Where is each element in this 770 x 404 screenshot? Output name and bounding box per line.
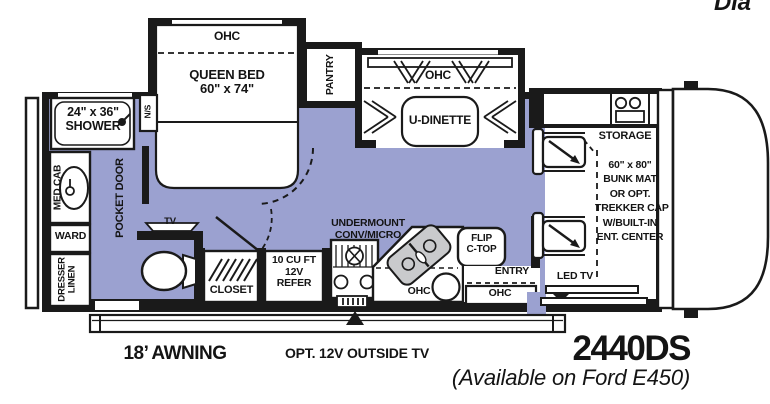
awning-bar (88, 311, 567, 334)
u-dinette-slide (355, 48, 525, 148)
dinette-ohc-label: OHC (424, 68, 452, 82)
kitchen-sink (386, 224, 452, 286)
dresser-linen-cabinet (48, 252, 92, 308)
dresser-linen-label: DRESSER LINEN (56, 257, 78, 302)
pantry-label: PANTRY (324, 54, 337, 96)
range-vent (336, 295, 368, 308)
appliance-icon (628, 96, 642, 110)
kitchen-counter (371, 224, 465, 304)
rear-bumper (24, 96, 40, 310)
pocket-door-panel (142, 146, 149, 204)
burner-icon (359, 274, 375, 290)
toilet (140, 250, 188, 292)
awning-label: 18’ AWNING (123, 343, 227, 364)
closet-hatches (208, 258, 258, 282)
cab-seat-driver (531, 127, 587, 176)
cab-seat-passenger (531, 211, 587, 260)
refer-label: 10 CU FT 12V REFER (272, 254, 316, 290)
kitchen-ohc-label: OHC (407, 285, 431, 297)
model-number: 2440DS (572, 329, 692, 368)
dinette-seat-back (367, 57, 513, 68)
nightstand (138, 93, 159, 133)
led-tv (540, 285, 648, 306)
tv-label: TV (164, 216, 176, 227)
front-overhead-cabinets (529, 88, 662, 128)
mirror-mount (684, 81, 698, 90)
bath-door-swing (261, 208, 273, 250)
bottom-window (95, 301, 139, 310)
closet-cabinet (197, 248, 266, 304)
bath-sink (59, 166, 89, 210)
entry-ohc-label: OHC (488, 287, 512, 299)
bath-door (215, 216, 260, 252)
undermount-label: UNDERMOUNT CONV/MICRO (331, 217, 405, 241)
entry-label: ENTRY (494, 265, 530, 277)
watermark-text: Dia (714, 0, 751, 16)
shower-head-icon (118, 118, 126, 126)
burner-icon (333, 274, 349, 290)
shower (49, 96, 136, 151)
queen-bed-label: QUEEN BED 60" x 74" (189, 67, 265, 97)
wardrobe (48, 223, 92, 254)
dinette-cushion-hatches (363, 60, 517, 134)
queen-bed (154, 23, 300, 190)
bed-ohc-label: OHC (213, 29, 241, 43)
nightstand-label: N/S (142, 104, 153, 119)
bedroom-door-swing (256, 147, 314, 205)
closet-label: CLOSET (209, 284, 254, 296)
appliance-icon (614, 96, 628, 110)
outside-tv-marker (346, 311, 364, 325)
med-cab-vanity (48, 150, 92, 225)
tv-shelf (144, 222, 200, 232)
u-dinette-label: U-DINETTE (408, 113, 472, 127)
mirror-mount (684, 309, 698, 318)
ward-label: WARD (54, 230, 87, 242)
chassis-note: (Available on Ford E450) (451, 365, 690, 390)
led-tv-label: LED TV (556, 270, 594, 282)
flip-ctop-label: FLIP C-TOP (466, 233, 497, 255)
rear-window (58, 93, 132, 98)
bunk-label: 60" x 80" BUNK MAT OR OPT. TREKKER CAP W… (595, 159, 669, 244)
cab-hood (671, 87, 770, 311)
range-stove (329, 238, 380, 308)
pocket-door-label: POCKET DOOR (113, 158, 126, 238)
outside-tv-label: OPT. 12V OUTSIDE TV (284, 345, 429, 361)
storage-label: STORAGE (598, 130, 652, 142)
round-basin (431, 272, 461, 302)
dinette-table (400, 95, 480, 148)
shower-label: 24" x 36" SHOWER (65, 105, 121, 133)
queen-bed-slide (138, 18, 306, 190)
med-cab-label: MED CAB (52, 164, 64, 211)
pantry-cabinet (300, 42, 362, 108)
